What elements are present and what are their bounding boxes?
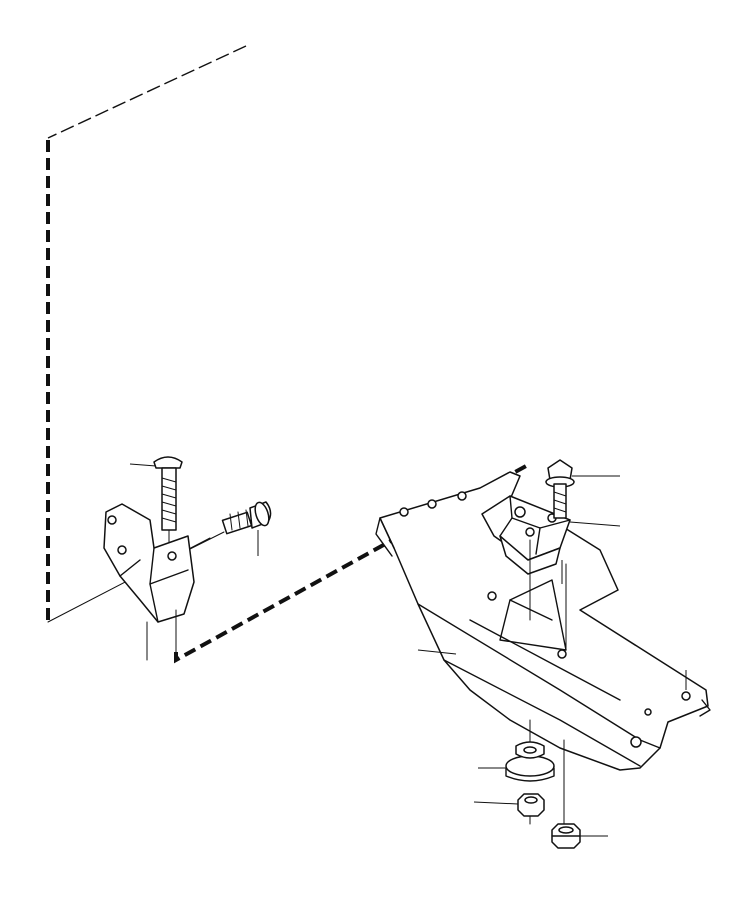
mounting-bracket	[103, 503, 195, 661]
rubber-bushing	[505, 741, 555, 782]
flange-bolt-right	[545, 459, 575, 519]
crossmember	[375, 471, 711, 825]
rubber-mount	[481, 495, 571, 651]
leader-rubber-mount	[569, 521, 621, 527]
leader-nut-small	[473, 801, 519, 805]
nut-small	[517, 793, 545, 825]
leader-crossmember	[417, 649, 457, 655]
carriage-bolt	[153, 456, 183, 553]
flange-bolt-left	[183, 501, 272, 553]
callout-leaders	[129, 463, 687, 837]
nut-large	[551, 823, 581, 849]
leader-carriage-bolt	[129, 463, 157, 467]
